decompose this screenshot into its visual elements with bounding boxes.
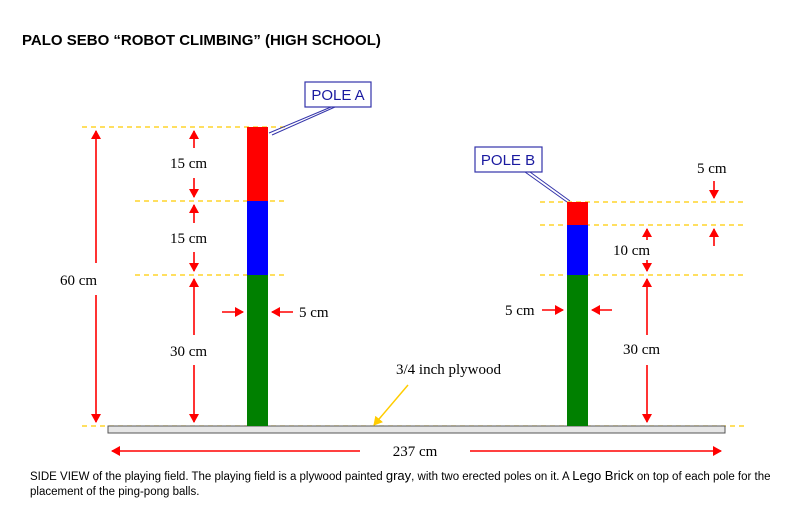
pole-b-top-segment	[567, 202, 588, 225]
pole-b-callout-leader-2	[529, 171, 571, 202]
pole-b-label: POLE B	[481, 152, 535, 169]
pole-b-middle-height-label: 10 cm	[613, 243, 650, 259]
pole-a-middle-segment	[247, 201, 268, 275]
plywood-pointer-arrow	[373, 384, 409, 426]
pole-b-middle-segment	[567, 225, 588, 275]
caption-part3: on top of each pole for the placement of…	[30, 471, 771, 498]
pole-a-callout-leader	[268, 106, 332, 134]
pole-b-callout-box	[474, 146, 543, 173]
pole-b-bottom-height-label: 30 cm	[623, 342, 660, 358]
caption-part1: SIDE VIEW of the playing field. The play…	[30, 471, 383, 483]
pole-a-top-segment	[247, 127, 268, 201]
pole-a-label: POLE A	[311, 87, 364, 104]
pole-a-callout-leader-2	[271, 106, 336, 136]
pole-a-bottom-segment	[247, 275, 268, 426]
diagram-title: PALO SEBO “ROBOT CLIMBING” (HIGH SCHOOL)	[22, 32, 381, 49]
figure-caption: SIDE VIEW of the playing field. The play…	[30, 468, 775, 500]
caption-gray-word: gray	[385, 468, 412, 483]
pole-a-total-height-label: 60 cm	[60, 273, 97, 289]
pole-b-bottom-segment	[567, 275, 588, 426]
pole-b-callout-leader	[524, 171, 568, 203]
pole-a-bottom-height-label: 30 cm	[170, 344, 207, 360]
plywood-label: 3/4 inch plywood	[396, 362, 501, 378]
caption-lego-brick: Lego Brick	[572, 468, 634, 483]
base-length-label: 237 cm	[393, 444, 438, 460]
pole-a-callout-box	[304, 81, 372, 108]
pole-b-top-height-label: 5 cm	[697, 161, 727, 177]
pole-a-top-height-label: 15 cm	[170, 156, 207, 172]
caption-part2: , with two erected poles on it. A	[411, 471, 570, 483]
plywood-base	[107, 425, 726, 434]
pole-a-middle-height-label: 15 cm	[170, 231, 207, 247]
pole-a-width-label: 5 cm	[299, 305, 329, 321]
pole-b-width-label: 5 cm	[505, 303, 535, 319]
